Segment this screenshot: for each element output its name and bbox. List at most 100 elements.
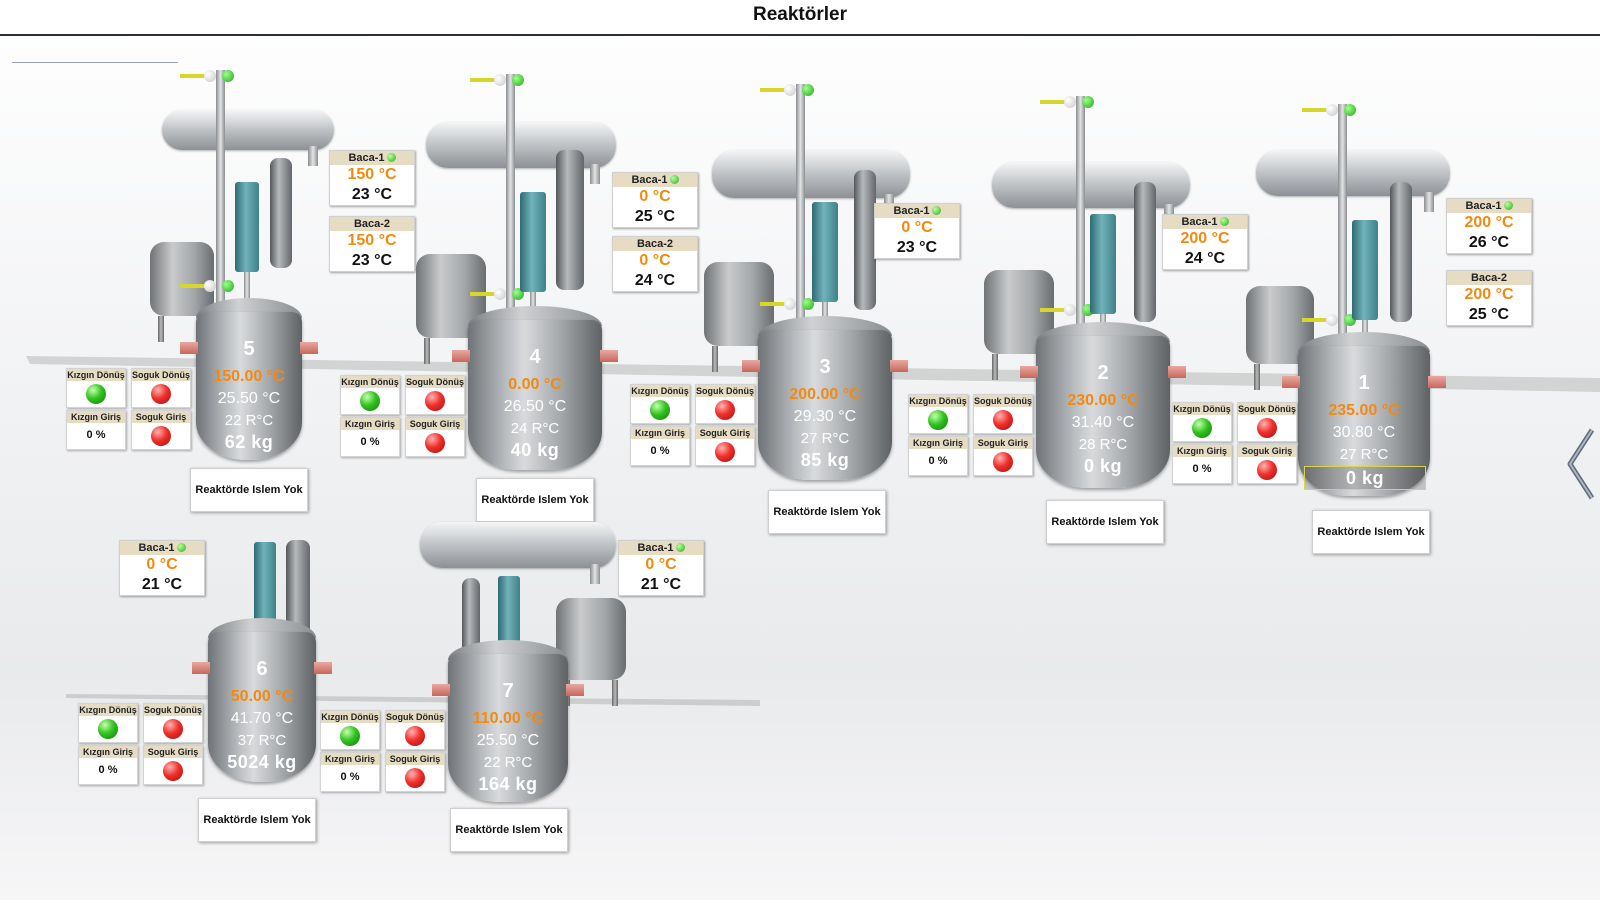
reactor-3-valve-icon[interactable]: [784, 298, 796, 310]
reactor-4-soguk-donus[interactable]: Soguk Dönüş: [405, 375, 465, 415]
reactor-3-action-button[interactable]: Reaktörde Islem Yok: [768, 490, 886, 534]
reactor-7-action-button[interactable]: Reaktörde Islem Yok: [450, 808, 568, 852]
reactor-6-soguk-donus[interactable]: Soguk Dönüş: [143, 703, 203, 743]
reactor-1-valve-handle[interactable]: [1302, 318, 1332, 322]
reactor-4-condenser: [426, 122, 616, 168]
reactor-3-vessel: [758, 330, 892, 480]
reactor-3-soguk-giris[interactable]: Soguk Giriş: [695, 426, 755, 466]
reactor-4-valve-handle[interactable]: [470, 292, 500, 296]
reactor-5-action-button[interactable]: Reaktörde Islem Yok: [190, 468, 308, 512]
reactor-2-valve-icon[interactable]: [1064, 304, 1076, 316]
reactor-3-valve-open-icon[interactable]: [802, 298, 814, 310]
reactor-6-agitator-motor: [254, 542, 276, 632]
reactor-2-valve-handle[interactable]: [1040, 308, 1070, 312]
reactor-4-baca-2-label: Baca-2: [636, 238, 674, 250]
reactor-6-kizgin-donus-led-icon: [98, 719, 118, 739]
reactor-5-soguk-giris-label: Soguk Giriş: [132, 411, 190, 423]
reactor-7-tank-leg: [612, 680, 618, 706]
reactor-1-soguk-donus[interactable]: Soguk Dönüş: [1237, 402, 1297, 442]
reactor-5-set-temp: 150.00 °C: [213, 368, 285, 385]
reactor-5-baca-2-label: Baca-2: [353, 218, 391, 230]
reactor-7-soguk-donus[interactable]: Soguk Dönüş: [385, 710, 445, 750]
reactor-5-soguk-donus[interactable]: Soguk Dönüş: [131, 368, 191, 408]
reactor-3-valve-icon[interactable]: [784, 84, 796, 96]
reactor-5-kizgin-donus-led-icon: [86, 384, 106, 404]
reactor-3-kizgin-giris-value: 0 %: [650, 445, 670, 457]
reactor-4-valve-icon[interactable]: [494, 74, 506, 86]
page-title: Reaktörler: [753, 4, 847, 25]
reactor-1-valve-handle[interactable]: [1302, 108, 1332, 112]
reactor-1-valve-icon[interactable]: [1326, 104, 1338, 116]
reactor-3-valve-handle[interactable]: [760, 302, 790, 306]
reactor-5-tank-leg: [158, 316, 164, 342]
reactor-6-kizgin-donus[interactable]: Kızgın Dönüş: [78, 703, 138, 743]
reactor-7-support-foot: [432, 684, 450, 696]
reactor-5-valve-open-icon[interactable]: [222, 280, 234, 292]
reactor-4-valve-handle[interactable]: [470, 78, 500, 82]
reactor-1-soguk-donus-label: Soguk Dönüş: [1238, 403, 1296, 415]
baca-status-indicator-icon: [669, 175, 679, 184]
reactor-6-kizgin-giris-label: Kızgın Giriş: [79, 746, 137, 758]
reactor-2-valve-open-icon[interactable]: [1082, 96, 1094, 108]
reactor-1-weight[interactable]: 0 kg: [1304, 466, 1426, 490]
reactor-6-return-temp: 37 R°C: [237, 732, 287, 749]
reactor-5-valve-open-icon[interactable]: [222, 70, 234, 82]
reactor-3-kizgin-donus[interactable]: Kızgın Dönüş: [630, 384, 690, 424]
reactor-2-valve-handle[interactable]: [1040, 100, 1070, 104]
reactor-5-valve-icon[interactable]: [204, 70, 216, 82]
reactor-4-valve-open-icon[interactable]: [512, 74, 524, 86]
reactor-4-column: [556, 150, 584, 290]
reactor-1-valve-open-icon[interactable]: [1344, 104, 1356, 116]
reactor-3-baca-1-set-temp: 0 °C: [901, 219, 933, 236]
reactor-2-soguk-giris[interactable]: Soguk Giriş: [973, 436, 1033, 476]
reactor-1-soguk-giris[interactable]: Soguk Giriş: [1237, 444, 1297, 484]
reactor-7-soguk-giris[interactable]: Soguk Giriş: [385, 752, 445, 792]
baca-status-indicator-icon: [176, 543, 186, 552]
reactor-3-valve-open-icon[interactable]: [802, 84, 814, 96]
reactor-1-soguk-giris-label: Soguk Giriş: [1238, 445, 1296, 457]
reactor-5-kizgin-donus-label: Kızgın Dönüş: [67, 369, 125, 381]
reactor-5-soguk-giris[interactable]: Soguk Giriş: [131, 410, 191, 450]
reactor-2-valve-icon[interactable]: [1064, 96, 1076, 108]
reactor-2-kizgin-donus-led-icon: [928, 410, 948, 430]
reactor-2-soguk-donus[interactable]: Soguk Dönüş: [973, 394, 1033, 434]
reactor-2-kizgin-donus[interactable]: Kızgın Dönüş: [908, 394, 968, 434]
reactor-5-valve-handle[interactable]: [180, 74, 210, 78]
reactor-7-kizgin-donus[interactable]: Kızgın Dönüş: [320, 710, 380, 750]
reactor-7-support-foot: [566, 684, 584, 696]
reactor-1-tank-leg: [1254, 364, 1260, 390]
reactor-4-kizgin-donus[interactable]: Kızgın Dönüş: [340, 375, 400, 415]
reactor-7-weight: 164 kg: [478, 774, 538, 794]
reactor-6-soguk-giris[interactable]: Soguk Giriş: [143, 745, 203, 785]
next-page-chevron-icon[interactable]: [1566, 428, 1596, 500]
baca-status-indicator-icon: [675, 543, 685, 552]
reactor-6-action-button[interactable]: Reaktörde Islem Yok: [198, 798, 316, 842]
reactor-1-temp: 30.80 °C: [1332, 424, 1396, 441]
reactor-3-soguk-donus[interactable]: Soguk Dönüş: [695, 384, 755, 424]
reactor-1-kizgin-donus[interactable]: Kızgın Dönüş: [1172, 402, 1232, 442]
reactor-5-agitator-shaft: [244, 272, 250, 312]
reactor-5-valve-icon[interactable]: [204, 280, 216, 292]
reactor-7-set-temp: 110.00 °C: [472, 710, 544, 727]
reactor-5-valve-handle[interactable]: [180, 284, 210, 288]
reactor-1-action-button[interactable]: Reaktörde Islem Yok: [1312, 510, 1430, 554]
reactor-4-action-button[interactable]: Reaktörde Islem Yok: [476, 478, 594, 522]
reactor-4-agitator-motor: [520, 192, 546, 292]
reactor-3-valve-handle[interactable]: [760, 88, 790, 92]
reactor-3-tank-leg: [712, 346, 718, 372]
reactor-4-valve-icon[interactable]: [494, 288, 506, 300]
reactor-1-column: [1390, 182, 1412, 322]
reactor-6-baca-1-temp: 21 °C: [141, 576, 183, 593]
reactor-2-action-button[interactable]: Reaktörde Islem Yok: [1046, 500, 1164, 544]
reactor-1-valve-icon[interactable]: [1326, 314, 1338, 326]
reactor-4-soguk-giris[interactable]: Soguk Giriş: [405, 417, 465, 457]
reactor-7-baca-1-temp: 21 °C: [640, 576, 682, 593]
reactor-5-kizgin-donus[interactable]: Kızgın Dönüş: [66, 368, 126, 408]
